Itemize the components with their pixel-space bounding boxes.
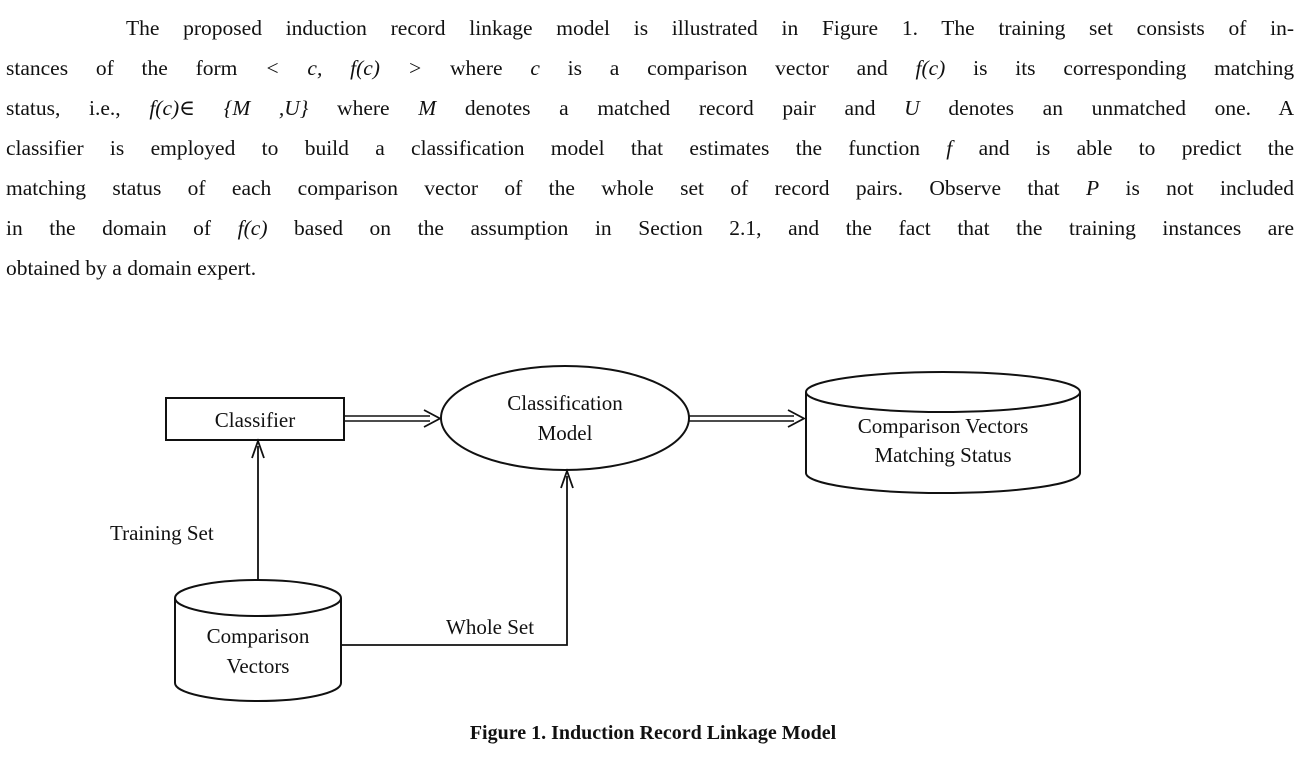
classifier-box <box>165 397 345 441</box>
paragraph-line-2: stances of the form < c, f(c) > where c … <box>6 56 1295 80</box>
body-paragraph: The proposed induction record linkage mo… <box>6 8 1294 288</box>
paragraph-line-1: The proposed induction record linkage mo… <box>126 16 1294 40</box>
paragraph-line-4: classifier is employed to build a classi… <box>6 136 1294 160</box>
classifier-label: Classifier <box>215 408 295 432</box>
paragraph-line-6: in the domain of f(c) based on the assum… <box>6 216 1294 240</box>
arrow-classifier-to-model <box>345 409 442 428</box>
paragraph-line-5: matching status of each comparison vecto… <box>6 176 1295 200</box>
arrow-whole-set <box>341 468 574 646</box>
training-set-label: Training Set <box>110 521 214 545</box>
output-label-line-2: Matching Status <box>874 443 1011 467</box>
math-status-set: f(c)∈ {M ,U} <box>149 96 309 120</box>
arrow-training-set <box>251 438 265 580</box>
paragraph-line-3: status, i.e., f(c)∈ {M ,U} where M denot… <box>6 96 1295 120</box>
model-label-line-1: Classification <box>507 391 623 415</box>
arrow-model-to-output <box>689 409 806 428</box>
input-label-line-1: Comparison <box>207 624 310 648</box>
math-instance-form: < c, f(c) > <box>265 56 423 80</box>
model-label-line-2: Model <box>538 421 593 445</box>
classification-model-ellipse <box>440 365 690 471</box>
output-cylinder <box>805 371 1081 494</box>
figure-caption: Figure 1. Induction Record Linkage Model <box>469 722 837 744</box>
input-label-line-2: Vectors <box>227 654 290 678</box>
whole-set-label: Whole Set <box>446 615 534 639</box>
output-label-line-1: Comparison Vectors <box>858 414 1029 438</box>
paragraph-line-7: obtained by a domain expert. <box>6 256 257 280</box>
